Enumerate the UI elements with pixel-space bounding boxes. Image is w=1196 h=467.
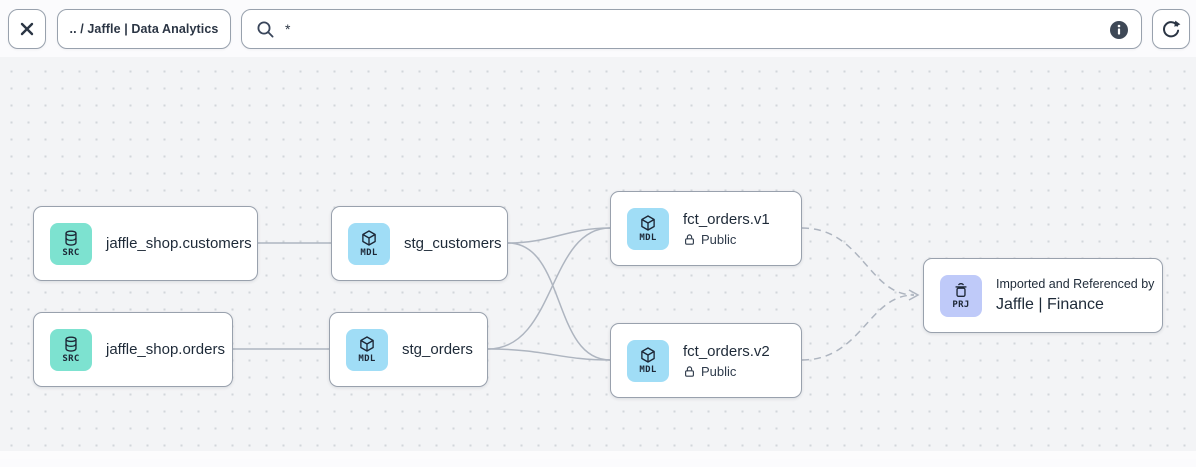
archive-icon bbox=[955, 283, 967, 297]
node-label: fct_orders.v2 bbox=[683, 343, 770, 360]
node-label: jaffle_shop.orders bbox=[106, 341, 225, 358]
model-badge: MDL bbox=[627, 339, 669, 382]
badge-label: PRJ bbox=[952, 300, 970, 310]
edge-stgorders-v2 bbox=[487, 348, 611, 361]
close-icon bbox=[20, 22, 34, 36]
search-box bbox=[241, 9, 1142, 49]
node-label: jaffle_shop.customers bbox=[106, 235, 252, 252]
breadcrumb-label: .. / Jaffle | Data Analytics bbox=[69, 22, 219, 36]
cube-icon bbox=[641, 215, 655, 231]
edge-stgcustomers-v1 bbox=[507, 227, 611, 244]
model-badge: MDL bbox=[627, 207, 669, 250]
badge-label: SRC bbox=[62, 248, 80, 258]
badge-label: MDL bbox=[639, 365, 657, 375]
edge-stgcustomers-v2 bbox=[507, 242, 611, 361]
edge-v2-project bbox=[801, 294, 915, 361]
access-label: Public bbox=[701, 232, 737, 247]
lineage-toolbar: .. / Jaffle | Data Analytics bbox=[0, 0, 1196, 57]
unlock-icon bbox=[685, 366, 694, 377]
lineage-canvas[interactable]: SRC jaffle_shop.customers MDL stg_custom… bbox=[0, 57, 1196, 459]
close-button[interactable] bbox=[8, 9, 46, 49]
badge-label: MDL bbox=[639, 233, 657, 243]
breadcrumb[interactable]: .. / Jaffle | Data Analytics bbox=[57, 9, 231, 49]
project-label: Jaffle | Finance bbox=[996, 296, 1104, 313]
edge-v1-project bbox=[801, 227, 915, 296]
access-label: Public bbox=[701, 364, 737, 379]
node-fct-orders-v1[interactable]: MDL fct_orders.v1 Public bbox=[610, 191, 802, 266]
project-subtitle: Imported and Referenced by bbox=[996, 277, 1155, 291]
search-input[interactable] bbox=[275, 10, 1141, 48]
node-stg-customers[interactable]: MDL stg_customers bbox=[331, 206, 508, 281]
badge-label: MDL bbox=[360, 248, 378, 258]
node-fct-orders-v2[interactable]: MDL fct_orders.v2 Public bbox=[610, 323, 802, 398]
node-jaffle-shop-customers[interactable]: SRC jaffle_shop.customers bbox=[33, 206, 258, 281]
edge-arrowhead bbox=[908, 289, 920, 301]
model-badge: MDL bbox=[348, 222, 390, 265]
node-label: fct_orders.v1 bbox=[683, 211, 770, 228]
source-badge: SRC bbox=[50, 328, 92, 371]
edge-stgorders-v1 bbox=[487, 227, 611, 350]
lineage-edges bbox=[233, 227, 920, 361]
model-badge: MDL bbox=[346, 328, 388, 371]
node-jaffle-shop-orders[interactable]: SRC jaffle_shop.orders bbox=[33, 312, 233, 387]
access-row: Public bbox=[683, 364, 770, 379]
search-icon bbox=[257, 21, 274, 37]
info-icon[interactable] bbox=[1110, 21, 1128, 39]
refresh-button[interactable] bbox=[1152, 9, 1190, 49]
node-label: stg_customers bbox=[404, 235, 502, 252]
node-stg-orders[interactable]: MDL stg_orders bbox=[329, 312, 488, 387]
source-badge: SRC bbox=[50, 222, 92, 265]
refresh-icon bbox=[1163, 20, 1181, 38]
cube-icon bbox=[641, 347, 655, 363]
unlock-icon bbox=[685, 234, 694, 245]
node-label: stg_orders bbox=[402, 341, 473, 358]
database-icon bbox=[65, 230, 77, 246]
access-row: Public bbox=[683, 232, 770, 247]
node-project-jaffle-finance[interactable]: PRJ Imported and Referenced by Jaffle | … bbox=[923, 258, 1163, 333]
cube-icon bbox=[360, 336, 374, 352]
database-icon bbox=[65, 336, 77, 352]
badge-label: MDL bbox=[358, 354, 376, 364]
canvas-bottom-strip bbox=[0, 451, 1196, 459]
badge-label: SRC bbox=[62, 354, 80, 364]
project-badge: PRJ bbox=[940, 274, 982, 317]
cube-icon bbox=[362, 230, 376, 246]
